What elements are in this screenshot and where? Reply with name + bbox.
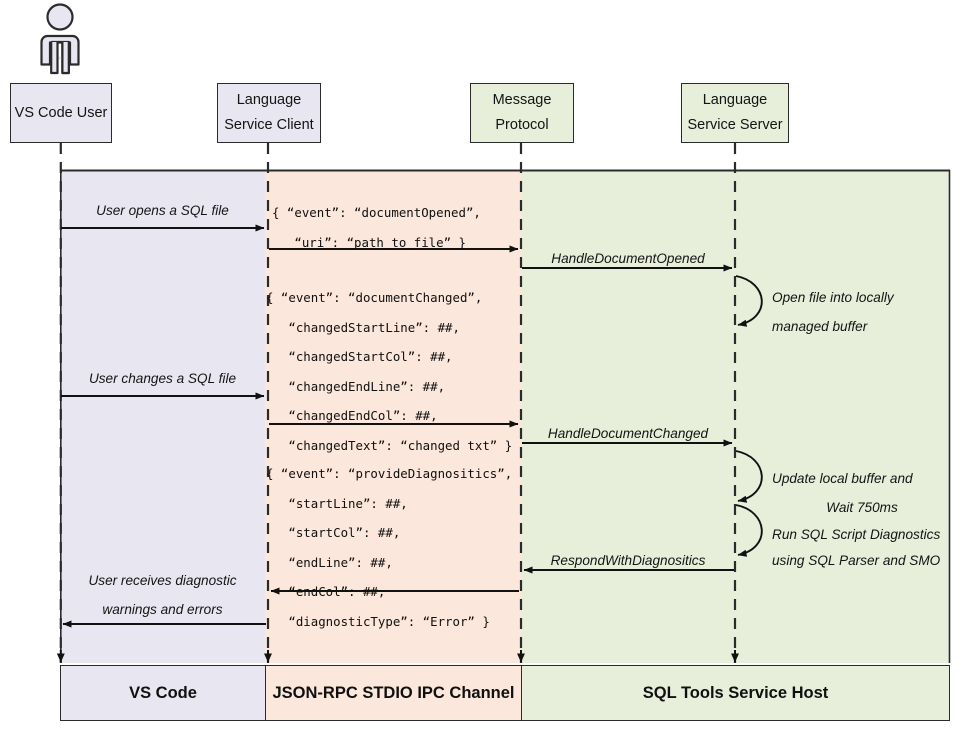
lifeline-terminators <box>56 650 739 663</box>
message-arrows <box>61 224 734 628</box>
message-label-user-opens-sql-file: User opens a SQL file <box>96 203 229 218</box>
message-label-respond-with-diagnositics: RespondWithDiagnositics <box>550 553 706 568</box>
participant-box-message-protocol[interactable]: Message Protocol <box>470 83 574 143</box>
note-run-diagnostics-line1: Run SQL Script Diagnostics <box>772 527 941 542</box>
person-actor-icon <box>40 3 80 75</box>
note-run-diagnostics-line2: using SQL Parser and SMO <box>772 553 941 568</box>
band-purple-region <box>60 170 265 663</box>
participant-label-line1: Message <box>492 92 552 108</box>
lifelines <box>59 143 737 663</box>
participant-label-line1: Language <box>702 92 768 108</box>
payload-provide-diagnositics: { “event”: “provideDiagnositics”, “start… <box>266 466 513 629</box>
self-loop-update-buffer <box>735 450 763 503</box>
note-update-buffer-line1: Update local buffer and <box>772 471 913 486</box>
participant-box-language-service-server[interactable]: Language Service Server <box>681 83 789 143</box>
activity-bands <box>60 169 951 663</box>
footer-band-label: SQL Tools Service Host <box>642 683 829 702</box>
participant-label-line1: VS Code User <box>14 104 108 121</box>
participant-label-line1: Language <box>236 92 302 108</box>
payload-document-changed: { “event”: “documentChanged”, “changedSt… <box>266 290 513 453</box>
note-open-file-line1: Open file into locally <box>772 290 894 305</box>
footer-band-label: VS Code <box>129 683 197 702</box>
payload-document-opened: { “event”: “documentOpened”, “uri”: “pat… <box>272 205 481 250</box>
footer-band-label: JSON-RPC STDIO IPC Channel <box>272 683 515 702</box>
footer-band-vs-code[interactable]: VS Code <box>60 665 266 721</box>
self-loop-run-diagnostics <box>735 504 763 557</box>
participant-label-line2: Service Server <box>687 117 783 133</box>
self-loop-open-file <box>735 275 763 327</box>
message-label-user-receives-diagnostics-line1: User receives diagnostic <box>88 573 237 588</box>
note-update-buffer-line2: Wait 750ms <box>826 500 898 515</box>
message-label-user-changes-sql-file: User changes a SQL file <box>88 371 237 386</box>
footer-band-json-rpc[interactable]: JSON-RPC STDIO IPC Channel <box>265 665 522 721</box>
participant-label-line2: Protocol <box>495 117 549 133</box>
participant-label-line2: Service Client <box>224 117 314 133</box>
band-orange-region <box>265 170 521 663</box>
message-label-handle-document-changed: HandleDocumentChanged <box>547 426 709 441</box>
message-label-user-receives-diagnostics-line2: warnings and errors <box>102 602 223 617</box>
self-loop-arrows <box>735 275 763 557</box>
participant-box-vs-code-user[interactable]: VS Code User <box>10 83 112 143</box>
participant-box-language-service-client[interactable]: Language Service Client <box>217 83 321 143</box>
note-open-file-line2: managed buffer <box>772 319 868 334</box>
message-label-handle-document-opened: HandleDocumentOpened <box>551 251 705 266</box>
footer-band-sql-tools-service-host[interactable]: SQL Tools Service Host <box>521 665 950 721</box>
